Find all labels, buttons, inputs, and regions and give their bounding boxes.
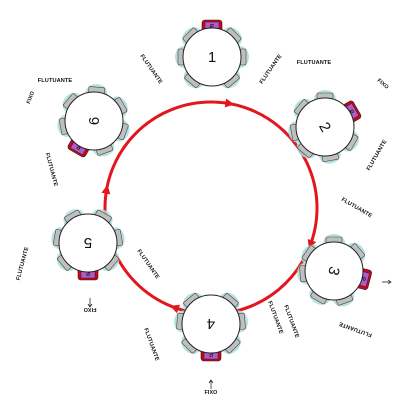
fixed-marker: FIXO — [205, 379, 218, 396]
table-top — [181, 294, 241, 354]
fixed-marker: FIXO — [84, 298, 97, 312]
floating-label: FLUTUANTE — [340, 197, 373, 220]
table-top — [64, 91, 124, 151]
floating-label: FLUTUANTE — [44, 152, 59, 187]
table-number: 6 — [86, 117, 103, 125]
table-number: 5 — [84, 234, 92, 251]
floating-label: FLUTUANTE — [135, 249, 160, 281]
rotation-arrow-icon — [101, 184, 111, 195]
floating-label: FLUTUANTE — [282, 304, 299, 339]
rotation-ring — [101, 98, 319, 316]
floating-label: FLUTUANTE — [266, 300, 283, 335]
floating-label: FLUTUANTE — [38, 78, 73, 84]
rotation-arrow-icon — [224, 98, 235, 108]
floating-label: FLUTUANTE — [366, 139, 389, 172]
tables-layer: &&&&&&&1FLUTUANTEFLUTUANTE&&&&&&&2FLUTUA… — [16, 19, 392, 396]
table-top — [58, 213, 118, 273]
pointer-arrow-icon — [382, 279, 392, 285]
table-top — [182, 27, 242, 87]
table-number: 4 — [207, 315, 215, 332]
pointer-arrow-icon — [87, 298, 93, 308]
floating-label: FLUTUANTE — [338, 320, 373, 337]
table-top — [295, 97, 355, 157]
pointer-arrow-icon — [208, 379, 214, 389]
fixed-label: FIXO — [205, 390, 218, 396]
fixed-label: FIXO — [26, 91, 36, 105]
rotation-arrow-icon — [170, 304, 181, 314]
table-number: 1 — [208, 49, 216, 66]
floating-label: FLUTUANTE — [138, 54, 163, 86]
fixed-marker — [382, 279, 392, 285]
fixed-label: FIXO — [84, 306, 97, 312]
floating-label: FLUTUANTE — [16, 246, 31, 281]
floating-label: FLUTUANTE — [297, 60, 332, 66]
table-top — [304, 241, 364, 301]
floating-label: FLUTUANTE — [259, 53, 284, 85]
fixed-label: FIXO — [376, 78, 390, 91]
floating-label: FLUTUANTE — [142, 327, 159, 362]
